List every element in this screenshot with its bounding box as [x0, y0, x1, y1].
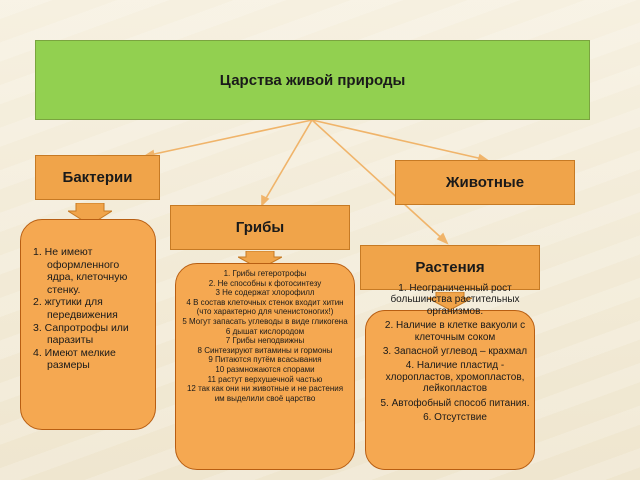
animals-box: Животные	[395, 160, 575, 205]
connector-to-bacteria	[144, 119, 313, 157]
fungi-trait: 4 В состав клеточных стенок входит хитин…	[186, 297, 344, 317]
fungi-trait: 12 так как они ни животные и не растения…	[186, 384, 344, 403]
diagram-title: Царства живой природы	[35, 40, 590, 120]
plants-box: Растения	[360, 245, 540, 290]
plants-label: Растения	[415, 259, 485, 276]
fungi-trait: 7 Грибы неподвижны	[225, 336, 305, 346]
fungi-trait: 5 Могут запасать углеводы в виде гликоге…	[182, 316, 348, 326]
fungi-trait: 3 Не содержат хлорофилл	[215, 288, 315, 298]
fungi-label: Грибы	[235, 219, 285, 236]
animals-label: Животные	[445, 174, 525, 191]
bacteria-down-arrow	[68, 203, 112, 225]
connector-to-fungi	[261, 119, 313, 206]
fungi-trait: 11 растут верхушечной частью	[207, 374, 323, 384]
diagram-title-text: Царства живой природы	[219, 71, 406, 89]
plants-trait: 4. Наличие пластид - хлоропластов, хромо…	[385, 360, 525, 395]
bacteria-label: Бактерии	[62, 169, 133, 186]
plants-down-arrow	[428, 292, 472, 310]
fungi-trait: 10 размножаются спорами	[215, 364, 315, 374]
fungi-box: Грибы	[170, 205, 350, 250]
fungi-trait: 9 Питаются путём всасывания	[208, 355, 322, 365]
plants-trait: 3. Запасной углевод – крахмал	[382, 346, 528, 358]
fungi-trait: 8 Синтезируют витамины и гормоны	[197, 345, 333, 355]
arrowhead-fungi	[261, 194, 270, 207]
plants-trait: 6. Отсутствие	[423, 412, 487, 424]
fungi-traits: 1. Грибы гетеротрофы 2. Не способны к фо…	[175, 263, 355, 470]
fungi-trait: 1. Грибы гетеротрофы	[223, 269, 307, 278]
bacteria-trait: 4. Имеют мелкие размеры	[33, 346, 116, 372]
bacteria-trait: 1. Не имеют оформленного ядра, клеточную…	[33, 246, 128, 296]
bacteria-trait: 2. жгутики для передвижения	[33, 296, 118, 321]
plants-trait: 5. Автофобный способ питания.	[380, 397, 530, 409]
connector-to-animals	[311, 119, 488, 161]
arrowhead-plants	[436, 232, 449, 245]
bacteria-trait: 3. Сапротрофы или паразиты	[33, 321, 129, 347]
connector-to-plants	[311, 119, 448, 244]
plants-traits-frame	[365, 310, 535, 470]
bacteria-box: Бактерии	[35, 155, 160, 200]
plants-trait: 1. Неограниченный рост большинства расти…	[390, 283, 520, 317]
fungi-trait: 2. Не способны к фотосинтезу	[208, 278, 322, 288]
plants-traits: 1. Неограниченный рост большинства расти…	[372, 283, 538, 480]
plants-trait: 2. Наличие в клетке вакуоли с клеточным …	[384, 320, 526, 343]
fungi-trait: 6 дышат кислородом	[225, 326, 305, 336]
bacteria-traits: 1. Не имеют оформленного ядра, клеточную…	[20, 219, 156, 430]
